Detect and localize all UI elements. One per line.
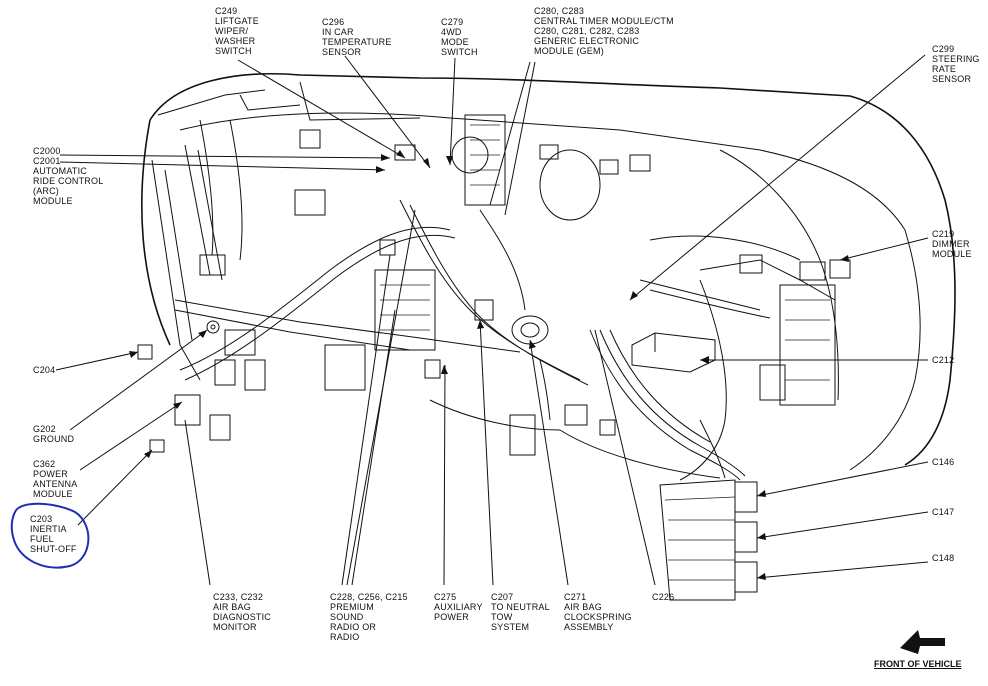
front-of-vehicle-arrow-icon: [900, 630, 945, 654]
c212-box: [631, 332, 716, 373]
leader-lines: [55, 54, 929, 586]
arc-module-box: [199, 254, 226, 276]
label-c362: C362 POWER ANTENNA MODULE: [33, 459, 78, 499]
dimmer-module-body: [779, 284, 836, 406]
label-c296: C296 IN CAR TEMPERATURE SENSOR: [322, 17, 392, 57]
c146-connector: [734, 481, 758, 513]
label-c203: C203 INERTIA FUEL SHUT-OFF: [30, 514, 77, 554]
ignition-switch: [511, 315, 549, 345]
label-front-of-vehicle: FRONT OF VEHICLE: [874, 659, 962, 669]
label-c271: C271 AIR BAG CLOCKSPRING ASSEMBLY: [564, 592, 632, 632]
label-c226: C226: [652, 592, 675, 602]
label-c249: C249 LIFTGATE WIPER/ WASHER SWITCH: [215, 6, 259, 56]
label-c299: C299 STEERING RATE SENSOR: [932, 44, 980, 84]
label-g202: G202 GROUND: [33, 424, 75, 444]
c204-connector: [137, 344, 153, 360]
c203-highlight-circle: [10, 502, 90, 569]
c203-connector: [149, 439, 165, 453]
wire-harnesses: [179, 119, 771, 481]
g202-ground: [206, 320, 220, 334]
label-c204: C204: [33, 365, 56, 375]
radio-box: [374, 269, 436, 351]
label-c2000-arc: C2000 C2001 AUTOMATIC RIDE CONTROL (ARC)…: [33, 146, 104, 206]
central-timer-module: [464, 114, 506, 206]
components: [137, 114, 851, 601]
label-c275: C275 AUXILIARY POWER: [434, 592, 483, 622]
label-c219: C219 DIMMER MODULE: [932, 229, 972, 259]
label-c148: C148: [932, 553, 955, 563]
label-c228: C228, C256, C215 PREMIUM SOUND RADIO OR …: [330, 592, 408, 642]
c148-connector: [734, 561, 758, 593]
label-c147: C147: [932, 507, 955, 517]
label-c280-gem: C280, C283 CENTRAL TIMER MODULE/CTM C280…: [534, 6, 674, 56]
label-c279: C279 4WD MODE SWITCH: [441, 17, 478, 57]
label-c146: C146: [932, 457, 955, 467]
c147-connector: [734, 521, 758, 553]
label-c212: C212: [932, 355, 955, 365]
label-c233: C233, C232 AIR BAG DIAGNOSTIC MONITOR: [213, 592, 272, 632]
dashboard-outline: [141, 73, 956, 481]
label-c207: C207 TO NEUTRAL TOW SYSTEM: [491, 592, 550, 632]
